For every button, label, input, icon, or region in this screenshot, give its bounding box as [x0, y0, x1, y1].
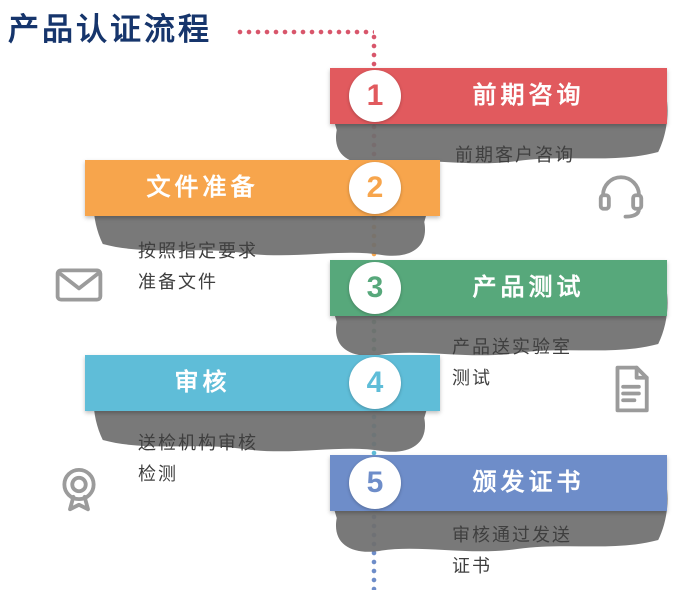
page-title: 产品认证流程	[8, 12, 212, 47]
step-5-number: 5	[349, 457, 401, 509]
step-4-description: 送检机构审核 检测	[138, 428, 258, 490]
step-number-text: 4	[366, 366, 384, 399]
seal-icon	[62, 467, 96, 512]
step-2-label: 文件准备	[146, 174, 259, 201]
headset-icon	[598, 175, 644, 219]
step-2-number: 2	[349, 162, 401, 214]
step-number-text: 2	[366, 171, 384, 204]
step-4-number: 4	[349, 357, 401, 409]
desc-line: 准备文件	[138, 272, 218, 292]
step-3-banner: 3 产品测试	[330, 260, 667, 316]
step-number-text: 1	[366, 79, 384, 112]
envelope-icon	[55, 268, 103, 302]
desc-line: 审核通过发送	[452, 525, 572, 545]
step-3-label: 产品测试	[472, 274, 585, 301]
step-number-text: 5	[366, 466, 384, 499]
step-1-banner: 1 前期咨询	[330, 68, 667, 124]
step-1-number: 1	[349, 70, 401, 122]
step-1-description: 前期客户咨询	[455, 140, 575, 171]
step-2-banner: 2 文件准备	[85, 160, 440, 216]
step-3-description: 产品送实验室 测试	[452, 332, 572, 394]
step-1-label: 前期咨询	[472, 82, 585, 109]
desc-line: 测试	[452, 368, 492, 388]
document-icon	[615, 365, 649, 413]
step-4-label: 审核	[174, 369, 231, 396]
desc-line: 前期客户咨询	[455, 145, 575, 165]
desc-line: 产品送实验室	[452, 337, 572, 357]
step-3-number: 3	[349, 262, 401, 314]
step-5-description: 审核通过发送 证书	[452, 520, 572, 582]
step-4-banner: 4 审核	[85, 355, 440, 411]
step-2-description: 按照指定要求 准备文件	[138, 236, 258, 298]
step-5-label: 颁发证书	[472, 469, 585, 496]
desc-line: 证书	[452, 556, 492, 576]
desc-line: 送检机构审核	[138, 433, 258, 453]
step-5-banner: 5 颁发证书	[330, 455, 667, 511]
desc-line: 按照指定要求	[138, 241, 258, 261]
dotted-connector-horizontal	[237, 29, 374, 35]
desc-line: 检测	[138, 464, 178, 484]
step-number-text: 3	[366, 271, 384, 304]
